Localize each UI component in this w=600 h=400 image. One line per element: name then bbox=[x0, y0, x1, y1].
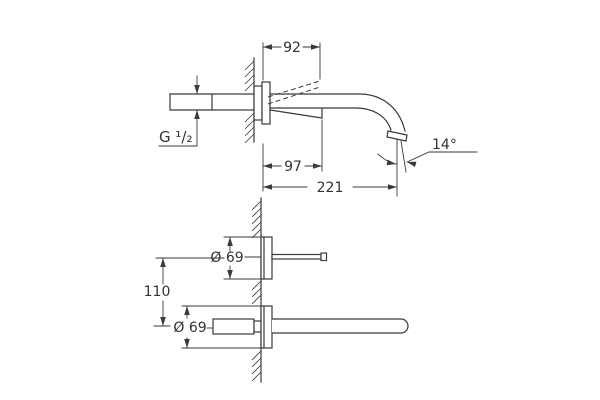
spout-rosette-front bbox=[260, 305, 273, 349]
handle-rosette bbox=[260, 236, 273, 280]
dimension-dia69-spout: Ø 69 bbox=[173, 305, 261, 349]
hidden-projection-lines bbox=[267, 80, 321, 105]
front-view: Ø 69 110 Ø 69 bbox=[144, 197, 409, 383]
dia69-bottom-arrow-up bbox=[184, 306, 190, 315]
dia69-top-arrow-down bbox=[227, 270, 233, 279]
handle-lever-tip bbox=[320, 252, 328, 262]
wall-hatch-front-2 bbox=[251, 280, 262, 305]
side-elevation-view: 14° 92 G ¹/₂ 97 bbox=[158, 40, 478, 197]
dia69-top-arrow-up bbox=[227, 237, 233, 246]
dimension-92: 92 bbox=[262, 40, 321, 81]
angle-arrow-left bbox=[386, 159, 396, 166]
water-flow-line bbox=[400, 140, 407, 173]
dimension-97: 97 bbox=[262, 119, 323, 192]
dia69-bottom-arrow-down bbox=[184, 339, 190, 348]
thread-callout: G ¹/₂ bbox=[158, 75, 200, 147]
dim-97-label: 97 bbox=[284, 159, 302, 175]
pipe-union-section bbox=[211, 93, 255, 111]
flow-angle-label: 14° bbox=[432, 137, 457, 153]
spout-outer-curve bbox=[269, 93, 406, 132]
spout-inner-curve bbox=[269, 107, 392, 131]
spout-plan-outline bbox=[272, 318, 409, 334]
dim-97-arrow-left bbox=[263, 163, 272, 169]
wall-hatch-front-1 bbox=[251, 200, 262, 239]
thread-arrow-top bbox=[194, 85, 200, 94]
supply-pipe-outline bbox=[169, 93, 213, 111]
dim-110-arrow-up bbox=[160, 258, 166, 267]
angle-arc bbox=[377, 153, 397, 165]
dim-92-arrow-right bbox=[311, 44, 320, 50]
wall-plate bbox=[253, 85, 263, 121]
handle-lever-rod bbox=[271, 253, 322, 260]
spout-rosette bbox=[261, 81, 271, 125]
concealed-body-nose bbox=[253, 320, 262, 333]
dim-221-arrow-right bbox=[388, 184, 397, 190]
spout-outlet-aerator bbox=[386, 130, 408, 142]
angle-leader-line bbox=[406, 151, 478, 163]
dimension-110: 110 bbox=[144, 257, 225, 327]
wall-hatch-lower bbox=[244, 112, 255, 144]
dimension-dia69-handle: Ø 69 bbox=[210, 236, 262, 280]
dim-110-label: 110 bbox=[144, 284, 171, 300]
dia69-spout-label: Ø 69 bbox=[173, 320, 206, 336]
concealed-body bbox=[212, 318, 255, 335]
angle-arrow-right bbox=[407, 161, 417, 168]
dim-97-arrow-right bbox=[313, 163, 322, 169]
thread-arrow-bottom bbox=[194, 110, 200, 119]
thread-size-label: G ¹/₂ bbox=[159, 128, 192, 146]
dim-92-arrow-left bbox=[263, 44, 272, 50]
dim-221-label: 221 bbox=[317, 180, 344, 196]
wall-hatch-front-3 bbox=[251, 350, 262, 382]
dim-110-arrow-down bbox=[160, 317, 166, 326]
dia69-handle-label: Ø 69 bbox=[210, 250, 243, 266]
wall-hatch-upper bbox=[244, 60, 255, 92]
dim-92-label: 92 bbox=[283, 40, 301, 56]
dimension-221: 221 bbox=[262, 180, 398, 196]
dim-221-arrow-left bbox=[263, 184, 272, 190]
